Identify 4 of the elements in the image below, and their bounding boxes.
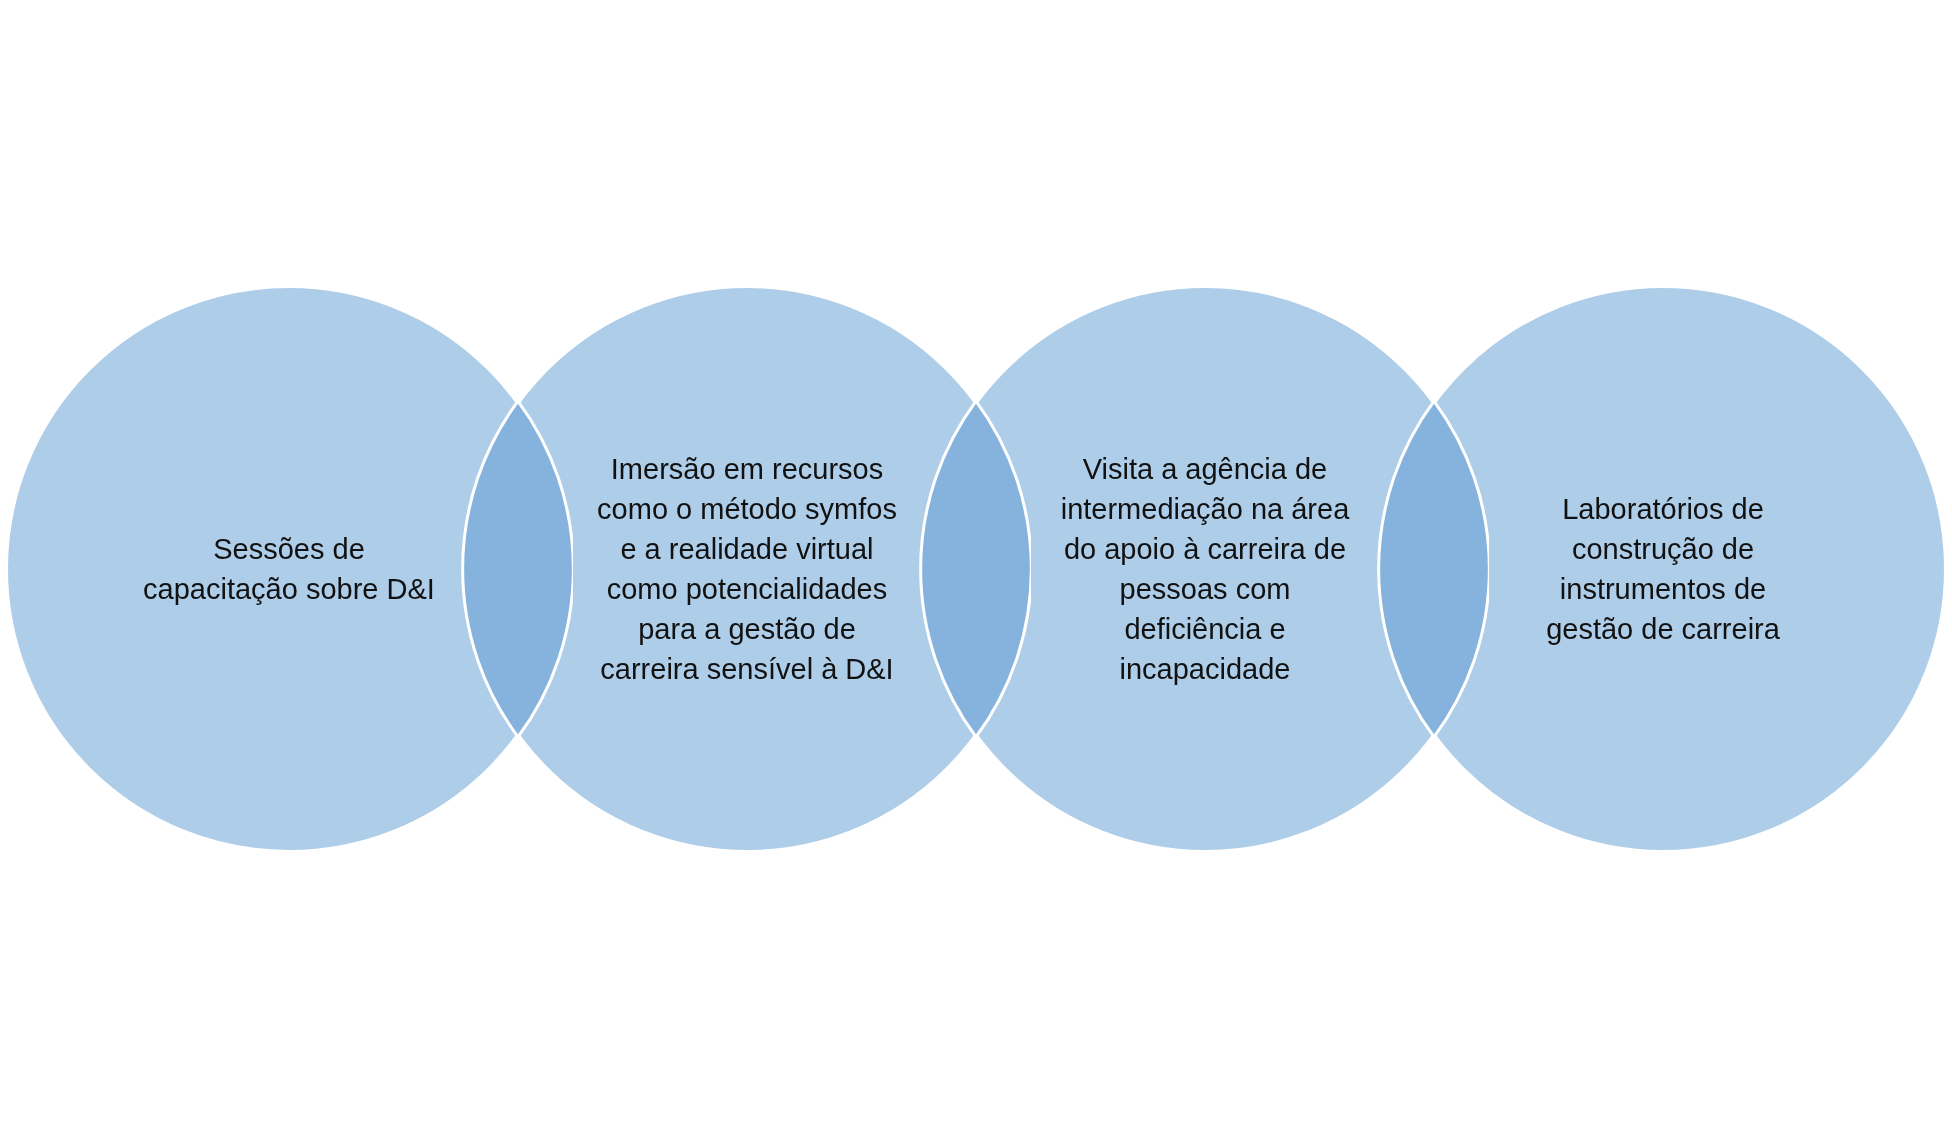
step-text: Imersão em recursos como o método symfos e a realidade virtual como potencialidades para a gestão de carreira sensível à D&I	[596, 452, 898, 687]
step-text: Laboratórios de construção de instrumentos de gestão de carreira	[1545, 492, 1781, 647]
step-text: Sessões de capacitação sobre D&I	[142, 532, 436, 607]
step-text: Visita a agência de intermediação na área do apoio à carreira de pessoas com deficiência e incapacidade	[1059, 452, 1351, 687]
